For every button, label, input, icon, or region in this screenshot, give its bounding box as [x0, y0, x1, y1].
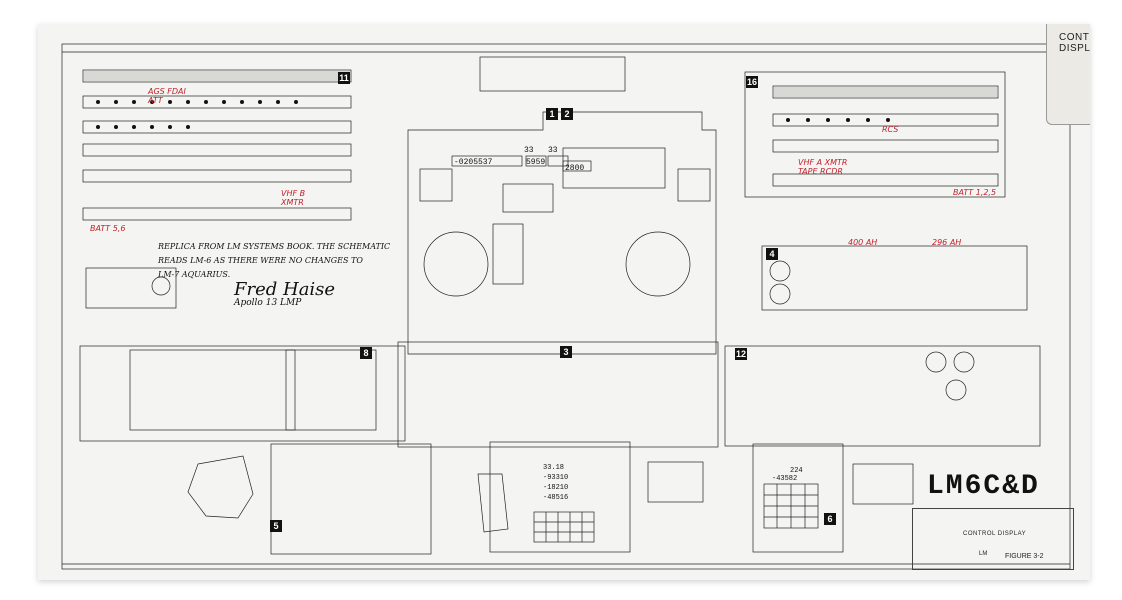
control-display-poster: -0205537 5959 33 33 2800 33.18 -93310 -1…	[38, 24, 1090, 580]
annotation-line-3: LM-7 AQUARIUS.	[158, 270, 231, 279]
annotation-line-2: READS LM-6 AS THERE WERE NO CHANGES TO	[158, 256, 363, 265]
panel-16	[744, 71, 1006, 198]
panel-14-outline	[761, 245, 1028, 311]
panel-number-3: 3	[560, 346, 572, 358]
mission-timer-display: -0205537	[454, 158, 493, 167]
title-block-lm: LM	[979, 551, 988, 557]
panel-number-12: 12	[735, 348, 747, 360]
panel-number-8: 8	[360, 347, 372, 359]
control-display-tab: CONTROL DISPLAY	[1046, 24, 1090, 125]
deda-display-2: -43582	[772, 475, 797, 483]
attitude-controller	[187, 455, 254, 519]
title-block: CONTROL DISPLAY LM FIGURE 3-2	[912, 508, 1074, 570]
dsky-display-2: -93310	[543, 474, 568, 482]
red-note-vhf-a: VHF A XMTR TAPE RCDR	[798, 158, 848, 176]
panel-number-11: 11	[338, 72, 350, 84]
event-timer-display: 5959	[526, 158, 545, 167]
dsky-display-3: -18210	[543, 484, 568, 492]
panel-12-outline	[724, 345, 1041, 447]
dsky-display-1: 33.18	[543, 464, 564, 472]
panel-5-outline	[270, 443, 432, 555]
panel-number-16: 16	[746, 76, 758, 88]
drawing-border	[61, 43, 1071, 570]
panel-number-2: 2	[561, 108, 573, 120]
dsky-keypad	[533, 511, 595, 543]
schematic-drawing: -0205537 5959 33 33 2800 33.18 -93310 -1…	[61, 43, 1071, 570]
drawing-title: LM6C&D	[927, 471, 1040, 502]
panel-6-outline	[752, 443, 844, 553]
deda-display-1: 224	[790, 467, 803, 475]
panel-4-dsky-outline	[489, 441, 631, 553]
title-block-figure: FIGURE 3-2	[1005, 553, 1044, 560]
red-note-rcs: RCS	[882, 125, 899, 134]
title-block-drawing-title: CONTROL DISPLAY	[963, 531, 1027, 537]
panel-number-6: 6	[824, 513, 836, 525]
panels-1-2	[407, 111, 717, 355]
red-note-batt-125: BATT 1,2,5	[953, 188, 997, 197]
utility-lights-panel	[479, 56, 626, 92]
thrust-controller	[477, 473, 509, 533]
deda-keypad	[763, 483, 819, 529]
annotation-line-1: REPLICA FROM LM SYSTEMS BOOK. THE SCHEMA…	[158, 242, 391, 251]
panel-number-5: 5	[270, 520, 282, 532]
red-note-296ah: 296 AH	[932, 238, 962, 247]
autograph-subtitle: Apollo 13 LMP	[234, 298, 302, 308]
panel-11	[82, 69, 352, 221]
tab-label: CONTROL DISPLAY	[1059, 32, 1090, 54]
red-note-vhf-b: VHF B XMTR	[281, 189, 306, 207]
range-display-b: 33	[548, 146, 558, 155]
range-display-a: 33	[524, 146, 534, 155]
red-note-ags: AGS FDAI ATT	[148, 87, 186, 105]
red-note-400ah: 400 AH	[848, 238, 878, 247]
autograph-signature: Fred Haise	[234, 279, 336, 300]
panel-number-4-right: 4	[766, 248, 778, 260]
panel-8-outline	[79, 345, 406, 442]
panel-number-1: 1	[546, 108, 558, 120]
red-note-batt-56: BATT 5,6	[90, 224, 126, 233]
dsky-display-4: -48516	[543, 494, 568, 502]
panel-3-outline	[397, 341, 719, 448]
range-display-c: 2800	[565, 164, 584, 173]
